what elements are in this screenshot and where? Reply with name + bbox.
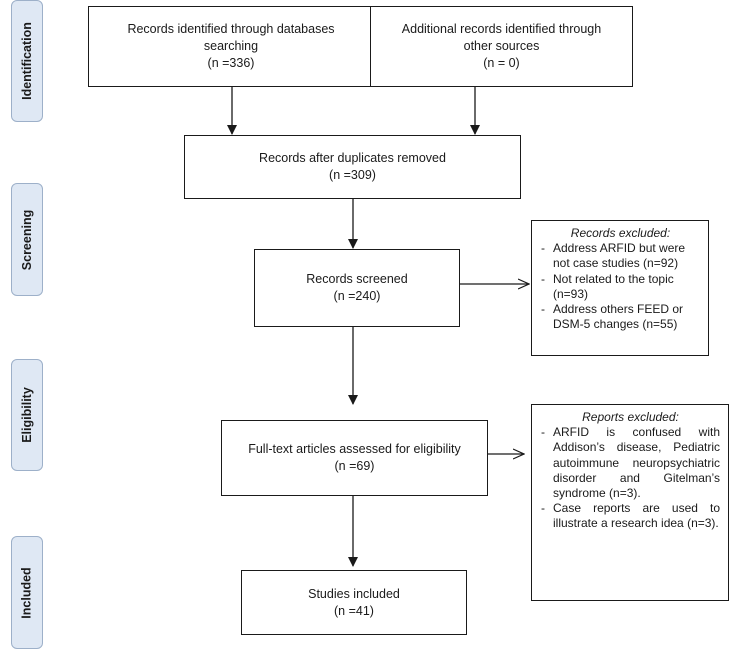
- full-text-label: Full-text articles assessed for eligibil…: [248, 442, 461, 456]
- box-studies-included: Studies included (n =41): [241, 570, 467, 635]
- duplicates-count: (n =309): [329, 168, 376, 182]
- box-records-screened: Records screened (n =240): [254, 249, 460, 327]
- databases-label-line2: searching: [203, 39, 259, 53]
- records-excluded-list: Address ARFID but were not case studies …: [541, 241, 700, 332]
- stage-screening: Screening: [11, 183, 43, 296]
- databases-count: (n =336): [207, 56, 255, 70]
- box-records-identified-databases: Records identified through databases sea…: [88, 6, 374, 87]
- stage-identification: Identification: [11, 0, 43, 122]
- records-excluded-title: Records excluded:: [570, 226, 671, 240]
- stage-identification-label: Identification: [20, 22, 34, 100]
- screened-label: Records screened: [306, 272, 408, 286]
- reports-excluded-item: ARFID is confused with Addison’s disease…: [541, 425, 720, 501]
- other-sources-label-line1: Additional records identified through: [401, 22, 602, 36]
- reports-excluded-item: Case reports are used to illustrate a re…: [541, 501, 720, 531]
- databases-label-line1: Records identified through databases: [127, 22, 335, 36]
- other-sources-count: (n = 0): [483, 56, 520, 70]
- included-label: Studies included: [308, 586, 400, 601]
- stage-eligibility-label: Eligibility: [20, 387, 34, 443]
- stage-screening-label: Screening: [20, 209, 34, 270]
- stage-included: Included: [11, 536, 43, 649]
- reports-excluded-title: Reports excluded:: [582, 410, 679, 424]
- other-sources-label-line2: other sources: [463, 39, 540, 53]
- reports-excluded-list: ARFID is confused with Addison’s disease…: [541, 425, 720, 531]
- box-reports-excluded: Reports excluded: ARFID is confused with…: [531, 404, 729, 601]
- box-additional-records: Additional records identified through ot…: [370, 6, 633, 87]
- stage-included-label: Included: [20, 566, 34, 619]
- records-excluded-item: Address others FEED or DSM-5 changes (n=…: [541, 302, 700, 332]
- full-text-count: (n =69): [334, 459, 375, 473]
- duplicates-label: Records after duplicates removed: [259, 151, 446, 165]
- box-duplicates-removed: Records after duplicates removed (n =309…: [184, 135, 521, 199]
- box-full-text-assessed: Full-text articles assessed for eligibil…: [221, 420, 488, 496]
- included-count: (n =41): [334, 603, 374, 618]
- records-excluded-item: Not related to the topic (n=93): [541, 272, 700, 302]
- box-records-excluded: Records excluded: Address ARFID but were…: [531, 220, 709, 356]
- records-excluded-item: Address ARFID but were not case studies …: [541, 241, 700, 271]
- stage-eligibility: Eligibility: [11, 359, 43, 471]
- screened-count: (n =240): [333, 289, 381, 303]
